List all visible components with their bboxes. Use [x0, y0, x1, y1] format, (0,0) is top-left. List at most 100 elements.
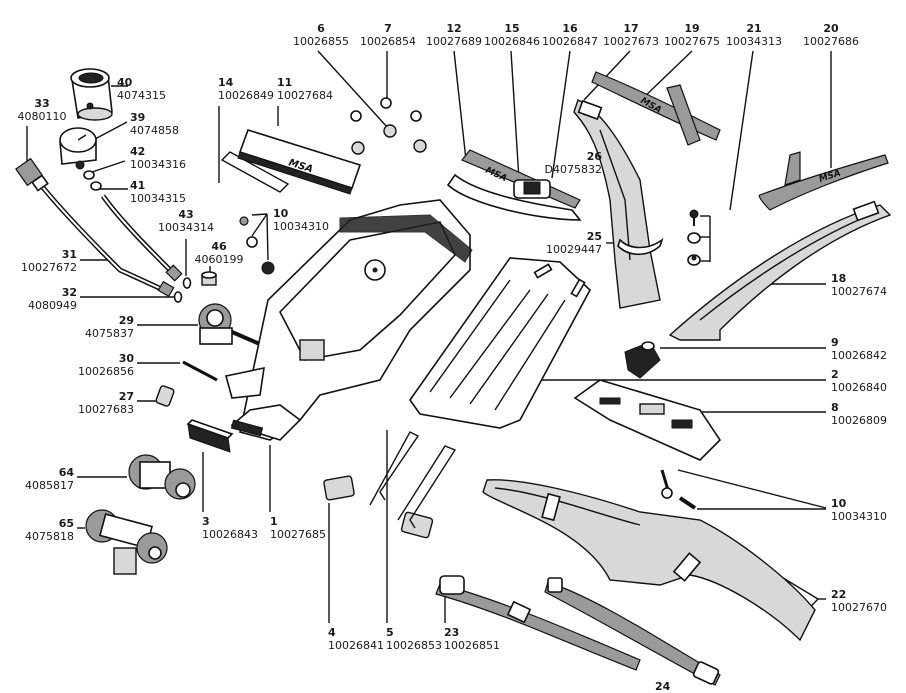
part-number: 10026809	[831, 414, 887, 427]
callout-32: 32 4080949	[28, 286, 77, 312]
part-number: 10026841	[328, 639, 384, 652]
callout-3: 3 10026843	[202, 515, 258, 541]
oring-42	[83, 170, 95, 180]
callout-number: 41	[130, 179, 146, 192]
callout-19: 19 10027675	[664, 22, 720, 48]
o-rings	[83, 170, 192, 303]
part-17-shoulder-strap: MSA	[591, 71, 721, 141]
callout-number: 25	[586, 230, 602, 243]
part-4-pad	[323, 475, 434, 539]
callout-1: 1 10027685	[270, 515, 326, 541]
callout-23: 23 10026851	[444, 626, 500, 652]
callout-22: 22 10027670	[831, 588, 887, 614]
part-10-screw-set-bottom	[660, 469, 697, 510]
callout-number: 21	[746, 22, 762, 35]
callout-41: 41 10034315	[130, 179, 186, 205]
part-29-pressure-reducer	[198, 303, 263, 347]
part-39-pressure-gauge	[59, 127, 97, 170]
part-20-strap: MSA	[758, 151, 889, 211]
part-18-shoulder-harness	[668, 200, 892, 341]
part-number: 10026853	[386, 639, 442, 652]
callout-26: 26 D4075832	[545, 150, 602, 176]
callout-25: 25 10029447	[546, 230, 602, 256]
part-number: 10026843	[202, 528, 258, 541]
callout-number: 17	[623, 22, 639, 35]
callout-10-bottom: 10 10034310	[831, 497, 887, 523]
part-number: 10034314	[158, 221, 214, 234]
callout-number: 22	[831, 588, 847, 601]
callout-number: 29	[118, 314, 134, 327]
leader-lines	[26, 50, 832, 623]
callout-29: 29 4075837	[85, 314, 134, 340]
callout-number: 27	[118, 390, 134, 403]
callout-number: 4	[328, 626, 336, 639]
callout-10-top: 10 10034310	[273, 207, 329, 233]
callout-6: 6 10026855	[293, 22, 349, 48]
callout-number: 6	[317, 22, 325, 35]
part-number: 4085817	[25, 479, 74, 492]
part-number: 10027673	[603, 35, 659, 48]
callout-number: 8	[831, 401, 839, 414]
part-number: 10029447	[546, 243, 602, 256]
part-31-hose	[100, 194, 183, 298]
part-number: 10034315	[130, 192, 186, 205]
part-23-strap	[435, 575, 641, 671]
callout-number: 9	[831, 336, 839, 349]
callout-number: 31	[61, 248, 77, 261]
oring-41	[90, 181, 102, 191]
callout-number: 32	[61, 286, 77, 299]
part-number: D4075832	[544, 163, 602, 176]
part-number: 4075837	[85, 327, 134, 340]
callout-46: 46 4060199	[195, 240, 244, 266]
part-number: 10026847	[542, 35, 598, 48]
part-number: 10027686	[803, 35, 859, 48]
part-number: 10027670	[831, 601, 887, 614]
callout-number: 1	[270, 515, 278, 528]
part-number: 10026851	[444, 639, 500, 652]
part-number: 10026840	[831, 381, 887, 394]
part-number: 10027675	[664, 35, 720, 48]
callout-number: 15	[504, 22, 520, 35]
callout-number: 39	[130, 111, 146, 124]
callout-number: 26	[586, 150, 602, 163]
callout-14: 14 10026849	[218, 76, 274, 102]
part-number: 10027683	[78, 403, 134, 416]
callout-number: 40	[117, 76, 133, 89]
callout-9: 9 10026842	[831, 336, 887, 362]
part-number: 10026856	[78, 365, 134, 378]
callout-30: 30 10026856	[78, 352, 134, 378]
callout-number: 65	[58, 517, 74, 530]
part-11-bracket: MSA	[237, 129, 362, 195]
callout-number: 3	[202, 515, 210, 528]
part-number: 10027684	[277, 89, 333, 102]
callout-20: 20 10027686	[803, 22, 859, 48]
part-number: 4080949	[28, 299, 77, 312]
callout-11: 11 10027684	[277, 76, 333, 102]
part-number: 10026842	[831, 349, 887, 362]
callout-number: 20	[823, 22, 839, 35]
part-number: 4074315	[117, 89, 166, 102]
part-14-wire-bracket	[220, 151, 290, 193]
callout-43: 43 10034314	[158, 208, 214, 234]
callout-number: 5	[386, 626, 394, 639]
part-22-waist-pad	[482, 479, 816, 642]
callout-27: 27 10027683	[78, 390, 134, 416]
callout-number: 43	[178, 208, 194, 221]
part-5-wire-bracket	[369, 431, 457, 529]
callout-7: 7 10026854	[360, 22, 416, 48]
part-40-coupling-nut	[70, 68, 113, 121]
callout-number: 14	[218, 76, 234, 89]
callout-number: 11	[277, 76, 293, 89]
part-number: 10034310	[831, 510, 887, 523]
part-65-valve-adapter	[85, 509, 168, 575]
part-number: 10034316	[130, 158, 186, 171]
part-8-bracket-plate	[573, 379, 722, 461]
part-33-hose	[15, 157, 170, 295]
callout-number: 2	[831, 368, 839, 381]
callout-15: 15 10026846	[484, 22, 540, 48]
part-number: 10026855	[293, 35, 349, 48]
callout-24: 24	[655, 680, 670, 693]
callout-number: 30	[118, 352, 134, 365]
callout-5: 5 10026853	[386, 626, 442, 652]
callout-number: 18	[831, 272, 847, 285]
